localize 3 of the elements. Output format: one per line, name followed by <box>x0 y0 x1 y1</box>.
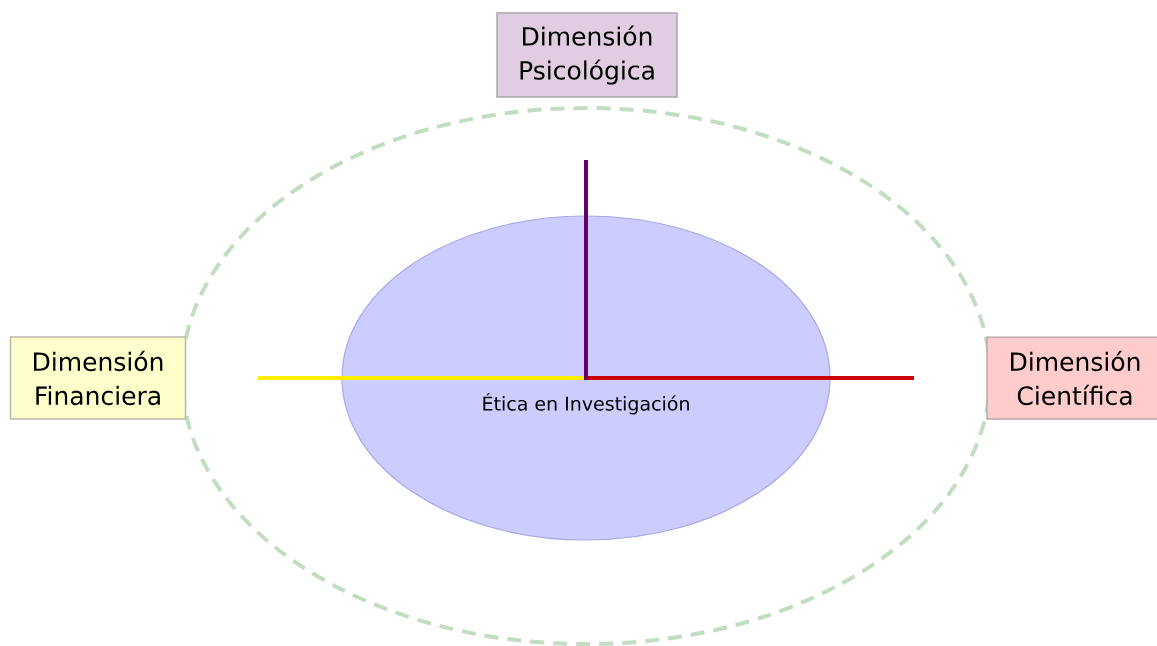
dimension-box: Dimensión Psicológica <box>496 12 678 98</box>
dimension-box: Dimensión Científica <box>986 336 1157 420</box>
dimension-box: Dimensión Financiera <box>9 336 187 420</box>
